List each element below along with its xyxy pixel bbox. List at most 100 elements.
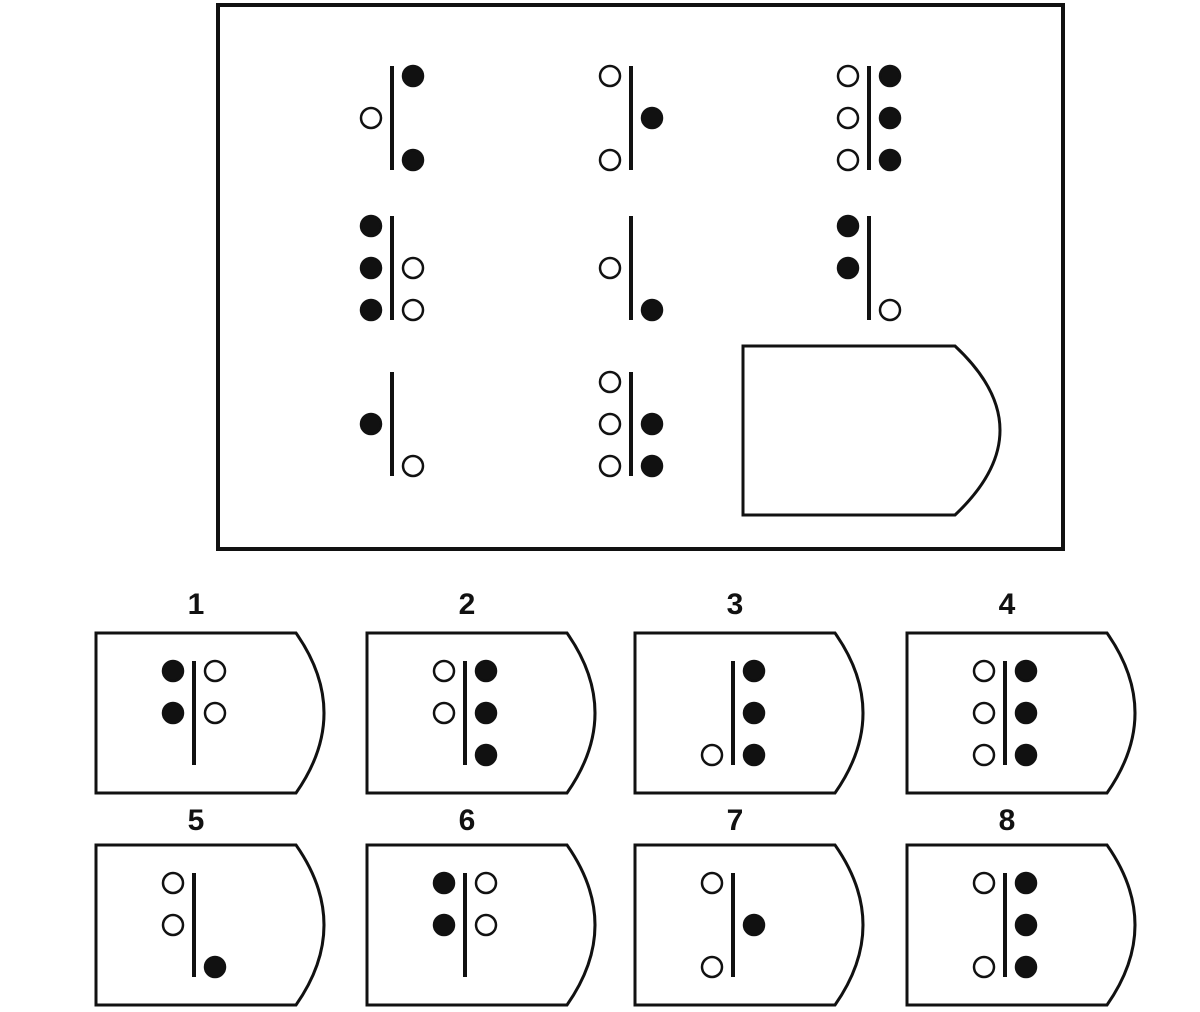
empty-dot xyxy=(836,148,860,172)
filled-dot xyxy=(401,64,425,88)
matrix-cell-6 xyxy=(836,214,902,322)
filled-dot xyxy=(878,148,902,172)
filled-dot xyxy=(474,659,498,683)
option-6[interactable]: 6 xyxy=(365,804,597,1007)
filled-dot xyxy=(161,659,185,683)
option-label: 7 xyxy=(727,804,744,837)
filled-dot xyxy=(1014,955,1038,979)
matrix-cell-2 xyxy=(598,64,664,172)
filled-dot xyxy=(359,298,383,322)
empty-dot xyxy=(700,743,724,767)
filled-dot xyxy=(836,256,860,280)
option-5[interactable]: 5 xyxy=(94,804,326,1007)
empty-dot xyxy=(836,106,860,130)
option-3[interactable]: 3 xyxy=(633,588,865,795)
empty-dot xyxy=(432,659,456,683)
empty-dot xyxy=(401,256,425,280)
filled-dot xyxy=(1014,659,1038,683)
option-figure xyxy=(432,659,498,767)
option-label: 5 xyxy=(188,804,205,837)
option-2[interactable]: 2 xyxy=(365,588,597,795)
option-figure xyxy=(972,659,1038,767)
empty-dot xyxy=(878,298,902,322)
filled-dot xyxy=(432,871,456,895)
option-figure xyxy=(700,871,766,979)
filled-dot xyxy=(836,214,860,238)
option-label: 3 xyxy=(727,588,744,621)
filled-dot xyxy=(878,106,902,130)
option-7[interactable]: 7 xyxy=(633,804,865,1007)
empty-dot xyxy=(203,659,227,683)
option-label: 1 xyxy=(188,588,205,621)
empty-dot xyxy=(598,370,622,394)
empty-dot xyxy=(598,148,622,172)
filled-dot xyxy=(474,743,498,767)
filled-dot xyxy=(1014,913,1038,937)
filled-dot xyxy=(742,913,766,937)
option-1[interactable]: 1 xyxy=(94,588,326,795)
empty-dot xyxy=(432,701,456,725)
filled-dot xyxy=(359,412,383,436)
filled-dot xyxy=(742,743,766,767)
filled-dot xyxy=(640,106,664,130)
filled-dot xyxy=(640,454,664,478)
option-8[interactable]: 8 xyxy=(905,804,1137,1007)
filled-dot xyxy=(161,701,185,725)
empty-dot xyxy=(972,955,996,979)
empty-dot xyxy=(161,913,185,937)
empty-dot xyxy=(359,106,383,130)
empty-dot xyxy=(598,412,622,436)
option-label: 4 xyxy=(999,588,1016,621)
filled-dot xyxy=(1014,743,1038,767)
filled-dot xyxy=(1014,871,1038,895)
empty-dot xyxy=(700,955,724,979)
empty-dot xyxy=(598,64,622,88)
matrix-cell-3 xyxy=(836,64,902,172)
option-figure xyxy=(700,659,766,767)
empty-dot xyxy=(474,871,498,895)
empty-dot xyxy=(700,871,724,895)
empty-dot xyxy=(972,701,996,725)
filled-dot xyxy=(474,701,498,725)
empty-dot xyxy=(401,298,425,322)
matrix-cell-5 xyxy=(598,216,664,322)
option-figure xyxy=(161,659,227,765)
empty-dot xyxy=(598,454,622,478)
missing-cell-tab xyxy=(741,344,1002,517)
matrix-cell-7 xyxy=(359,372,425,478)
filled-dot xyxy=(742,659,766,683)
option-figure xyxy=(161,871,227,979)
filled-dot xyxy=(640,412,664,436)
empty-dot xyxy=(203,701,227,725)
filled-dot xyxy=(203,955,227,979)
option-tab-shape xyxy=(94,843,326,1007)
empty-dot xyxy=(598,256,622,280)
empty-dot xyxy=(401,454,425,478)
option-figure xyxy=(432,871,498,977)
empty-dot xyxy=(836,64,860,88)
option-label: 2 xyxy=(459,588,476,621)
filled-dot xyxy=(359,256,383,280)
matrix-cell-1 xyxy=(359,64,425,172)
empty-dot xyxy=(972,871,996,895)
matrix-cell-8 xyxy=(598,370,664,478)
matrix-grid xyxy=(359,64,1002,517)
answer-options: 1 2 3 4 5 6 7 8 xyxy=(94,588,1137,1007)
filled-dot xyxy=(432,913,456,937)
option-label: 6 xyxy=(459,804,476,837)
empty-dot xyxy=(972,659,996,683)
option-4[interactable]: 4 xyxy=(905,588,1137,795)
empty-dot xyxy=(474,913,498,937)
filled-dot xyxy=(401,148,425,172)
filled-dot xyxy=(878,64,902,88)
filled-dot xyxy=(742,701,766,725)
matrix-cell-4 xyxy=(359,214,425,322)
empty-dot xyxy=(972,743,996,767)
filled-dot xyxy=(1014,701,1038,725)
filled-dot xyxy=(640,298,664,322)
option-label: 8 xyxy=(999,804,1016,837)
option-figure xyxy=(972,871,1038,979)
filled-dot xyxy=(359,214,383,238)
empty-dot xyxy=(161,871,185,895)
